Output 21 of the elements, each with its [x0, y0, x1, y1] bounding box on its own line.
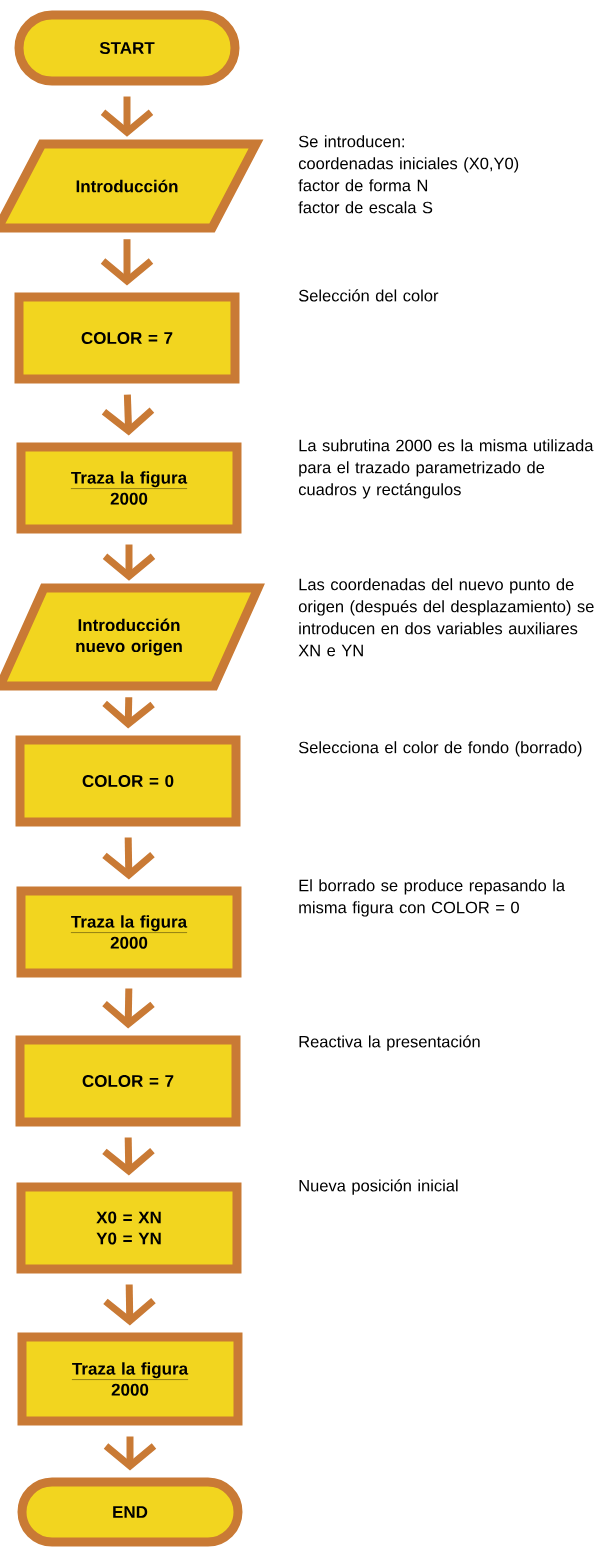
subroutine-box: Traza la figura 2000	[16, 442, 242, 534]
subroutine-box: Traza la figura 2000	[17, 1332, 243, 1426]
node-label: factor de escala S	[298, 201, 433, 214]
annotation-text: La subrutina 2000 es la misma utilizada para el trazado parametrizado de cuadros y rectángulos	[298, 439, 594, 499]
annotation-text: El borrado se produce repasando la misma figura con COLOR = 0	[299, 879, 566, 917]
annotation-text: Selecciona el color de fondo (borrado)	[298, 741, 582, 757]
subroutine-box: Traza la figura 2000	[16, 886, 242, 978]
annotation-text: Selección del color	[298, 289, 439, 302]
process-box: X0 = XN Y0 = YN	[16, 1182, 242, 1274]
annotation-text: Reactiva la presentación	[299, 1035, 480, 1051]
input-parallelogram: Introducción nuevo origen	[0, 583, 265, 691]
annotation-text: Las coordenadas del nuevo punto de origen (después del desplazamiento) se introducen en dos variables auxiliares XN e YN	[298, 578, 594, 657]
process-box: COLOR = 7	[14, 292, 240, 384]
process-box: COLOR = 7	[15, 1035, 241, 1127]
process-box: COLOR = 0	[15, 735, 241, 827]
input-parallelogram: Introducción	[0, 139, 264, 233]
node-label: factor de forma N	[298, 179, 428, 192]
annotation-text: Se introducen: coordenadas iniciales (X0,Y0) factor de forma N factor de escala S	[298, 135, 519, 214]
annotation-text: Nueva posición inicial	[299, 1179, 458, 1195]
node-label: Se introducen:	[298, 135, 404, 148]
node-label: coordenadas iniciales (X0,Y0)	[298, 157, 519, 173]
